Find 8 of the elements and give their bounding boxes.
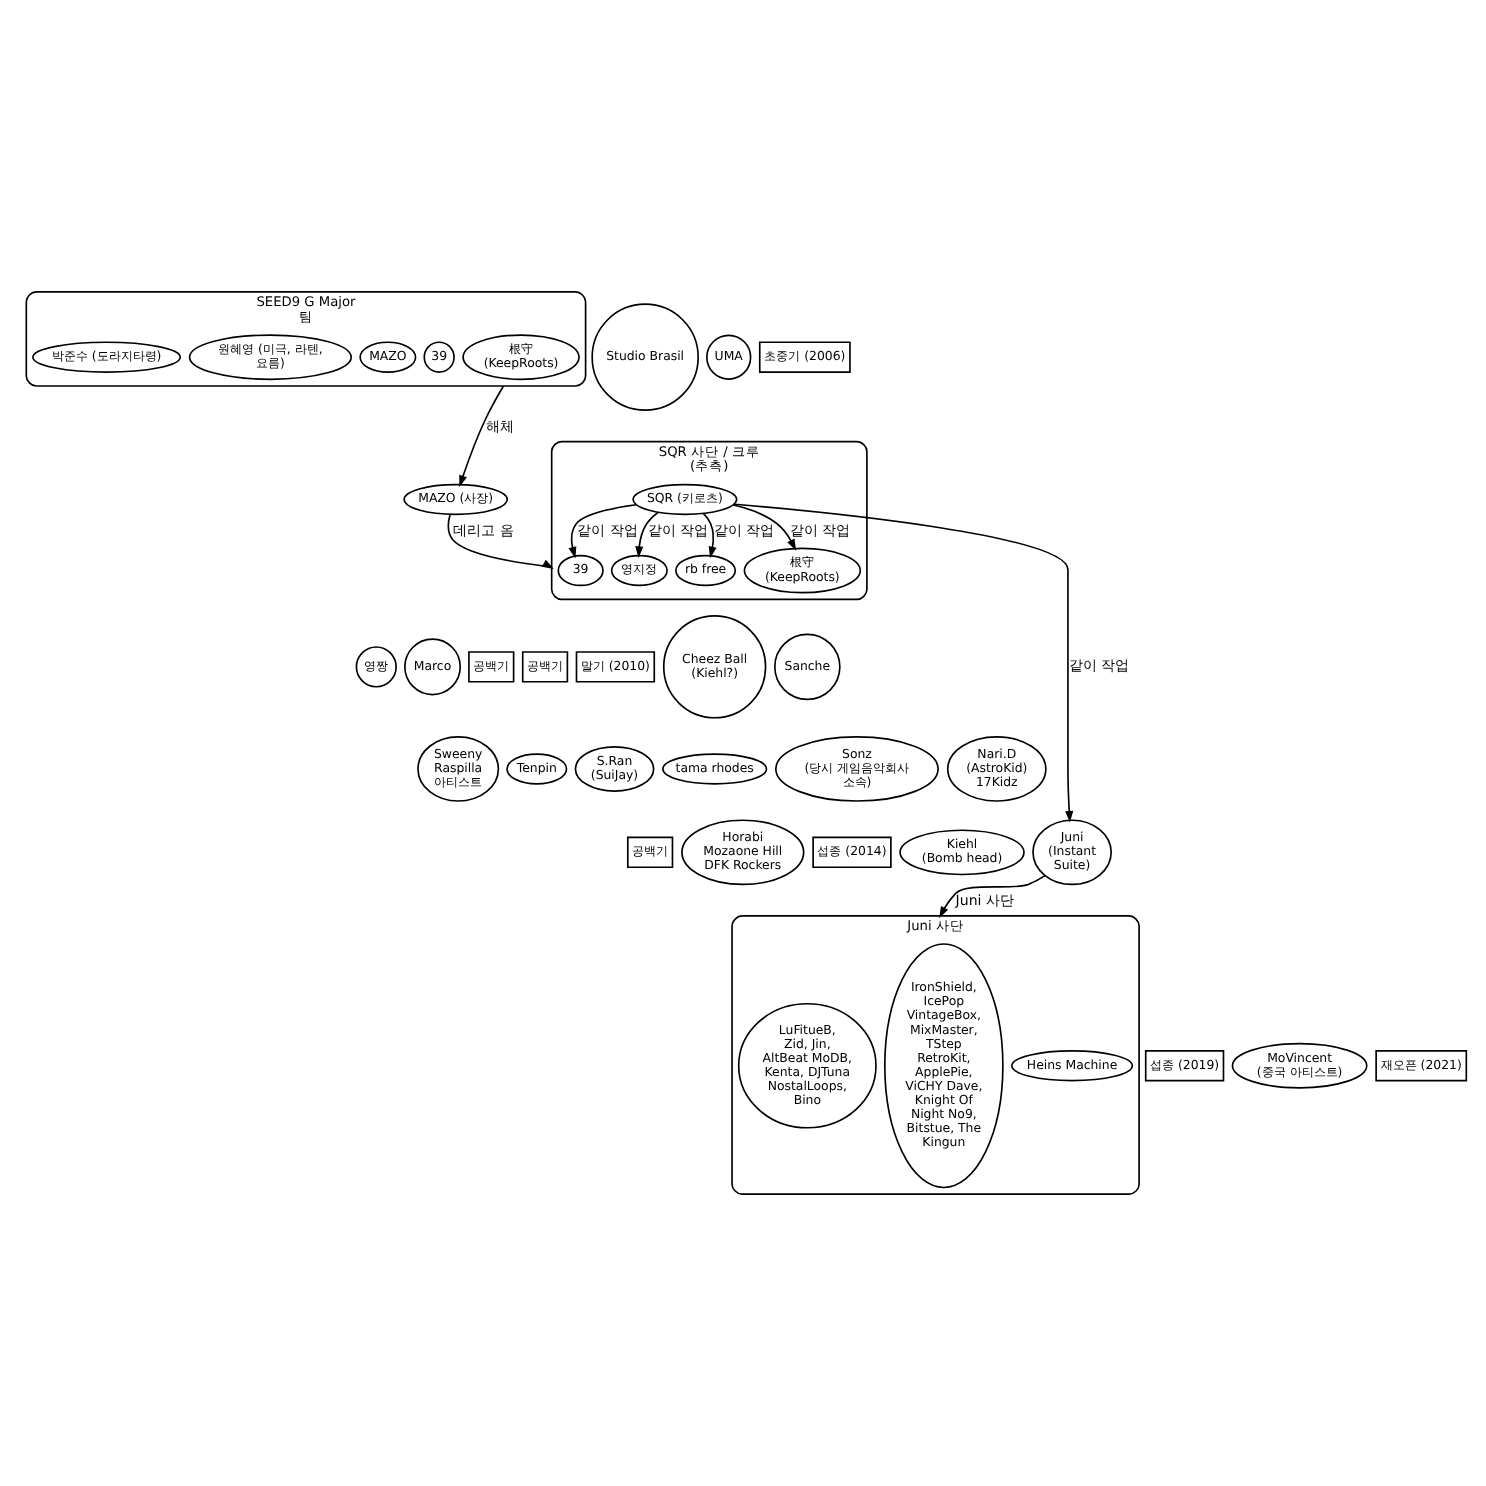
arrow	[732, 504, 797, 551]
arrow	[939, 874, 1046, 919]
arrow	[733, 503, 1074, 823]
arrow	[635, 511, 660, 558]
arrow	[702, 512, 717, 559]
arrow	[459, 385, 505, 487]
arrow	[447, 513, 554, 569]
arrow	[568, 503, 638, 559]
